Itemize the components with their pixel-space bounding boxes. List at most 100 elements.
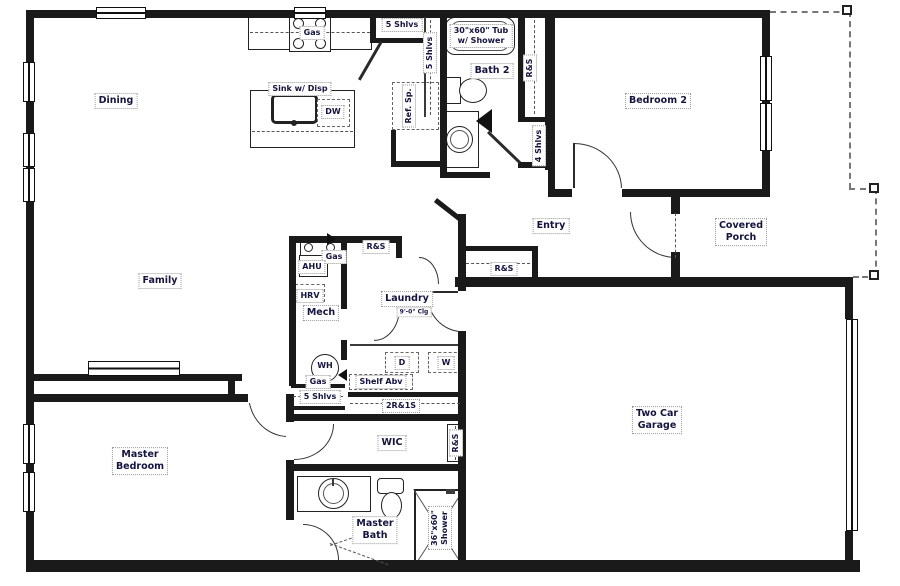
porch-post-ne: [842, 5, 852, 15]
wall-top: [26, 10, 770, 18]
wic-door-arc: [294, 424, 334, 460]
window-kitchen-top: [294, 7, 326, 19]
label-rs-bath2: R&S: [523, 54, 537, 82]
hall-door-arc-1: [419, 257, 439, 284]
wall-family-step: [228, 374, 235, 400]
sink-faucet: [291, 120, 297, 126]
label-line: Bath: [362, 530, 388, 541]
label-family: Family: [138, 273, 182, 289]
label-rs-wic: R&S: [449, 429, 463, 457]
label-dining: Dining: [94, 93, 138, 109]
opening-bedroom2-door: [572, 188, 622, 198]
wall-master-right: [286, 394, 294, 570]
label-ref-sp: Ref. Sp.: [402, 84, 416, 128]
window-family-left-2: [23, 168, 35, 202]
wall-refsp-left: [391, 130, 396, 166]
label-line: Covered: [718, 220, 764, 232]
label-washer: W: [437, 356, 455, 370]
wall-closets-right: [545, 10, 552, 170]
window-family-south: [88, 361, 180, 376]
bath2-door-leaf: [487, 130, 522, 165]
label-laundry: Laundry: [381, 291, 433, 307]
wall-porch-stub-bottom: [671, 252, 680, 278]
wall-mech-top: [289, 236, 402, 243]
window-master-left-2: [23, 472, 35, 512]
opening-laundry-garage-door: [458, 291, 466, 331]
wall-bath2-left: [440, 10, 447, 178]
wall-refsp-bottom: [391, 161, 440, 167]
label-shelf-abv: Shelf Abv: [355, 375, 407, 389]
wall-bath2-bottom: [440, 172, 490, 178]
wall-pantry-left: [370, 17, 376, 43]
porch-dash-top: [770, 11, 850, 13]
wall-bath2-right: [518, 10, 525, 122]
wall-bottom: [26, 560, 860, 572]
label-wic: WIC: [377, 435, 407, 451]
porch-dash-bottom: [853, 276, 877, 278]
label-line: Master: [356, 518, 394, 530]
wall-porch-stub-top: [671, 197, 680, 214]
masterbath-door-arc: [303, 524, 339, 560]
label-line: 36"x60": [430, 510, 439, 546]
wall-mech-left: [289, 236, 296, 386]
label-line: Two Car: [635, 408, 679, 420]
door-direction-arrow-bath2: [476, 109, 492, 133]
label-line: Porch: [725, 232, 757, 243]
toilet-bowl-bath2: [459, 78, 487, 103]
label-shower36: 36"x60"Shower: [428, 506, 452, 550]
vanity-sink-bath2-inner: [450, 130, 469, 149]
label-line: w/ Shower: [457, 36, 505, 45]
label-5shlvs-hall: 5 Shlvs: [299, 390, 341, 404]
laundry-garage-door-leaf: [426, 291, 462, 293]
label-rs-laundry: R&S: [362, 240, 390, 254]
label-ahu: AHU: [298, 260, 326, 274]
wall-masterbath-top: [289, 464, 465, 471]
bedroom2-door-arc: [574, 143, 622, 189]
label-dryer: D: [394, 356, 410, 370]
range-burner: [293, 38, 304, 49]
front-door-leaf: [675, 213, 676, 258]
label-line: Shower: [440, 511, 449, 545]
shower-head: [446, 489, 455, 494]
porch-dash-mid: [849, 188, 877, 190]
wall-hall-closet-bottom: [291, 406, 345, 410]
window-bedroom2-right-1: [760, 56, 772, 101]
label-gas-mech: Gas: [321, 250, 347, 264]
toilet-bowl-master: [381, 492, 402, 519]
label-dishwasher: DW: [321, 105, 345, 119]
wall-garage-left: [458, 277, 466, 570]
porch-post-se: [869, 270, 879, 280]
label-entry: Entry: [532, 218, 570, 234]
wall-garage-right-upper: [845, 277, 853, 319]
gas-arrow-wh: [338, 369, 347, 381]
wall-pantry-shelf: [374, 38, 430, 43]
wall-wic-top: [289, 414, 465, 421]
wall-rs-laundry-side: [396, 236, 402, 258]
wall-2r1s-top: [348, 392, 463, 397]
label-wh: WH: [317, 361, 333, 370]
wall-master-top: [30, 394, 248, 402]
label-line: Bedroom: [115, 461, 165, 472]
gas-valve-marker: [327, 233, 336, 245]
wall-entry-closet-top: [462, 246, 537, 251]
sink-tap-master: [332, 478, 334, 486]
label-5shlvs-vert: 5 Shlvs: [423, 32, 437, 74]
wall-entry-closet-right: [532, 246, 538, 281]
vanity-sink-master-inner: [323, 483, 344, 504]
label-rs-entry: R&S: [490, 262, 518, 276]
wall-left: [26, 10, 34, 570]
label-bath2: Bath 2: [470, 63, 514, 79]
opening-master-door: [248, 393, 286, 403]
wall-closet-divider: [518, 117, 552, 122]
garage-door: [846, 319, 858, 531]
wall-mech-divider-a: [341, 243, 347, 309]
wall-laundry-counter-line: [350, 344, 463, 346]
opening-masterbath-door: [286, 520, 294, 560]
window-bedroom2-right-2: [760, 103, 772, 151]
label-5shlvs-top: 5 Shlvs: [381, 18, 423, 32]
